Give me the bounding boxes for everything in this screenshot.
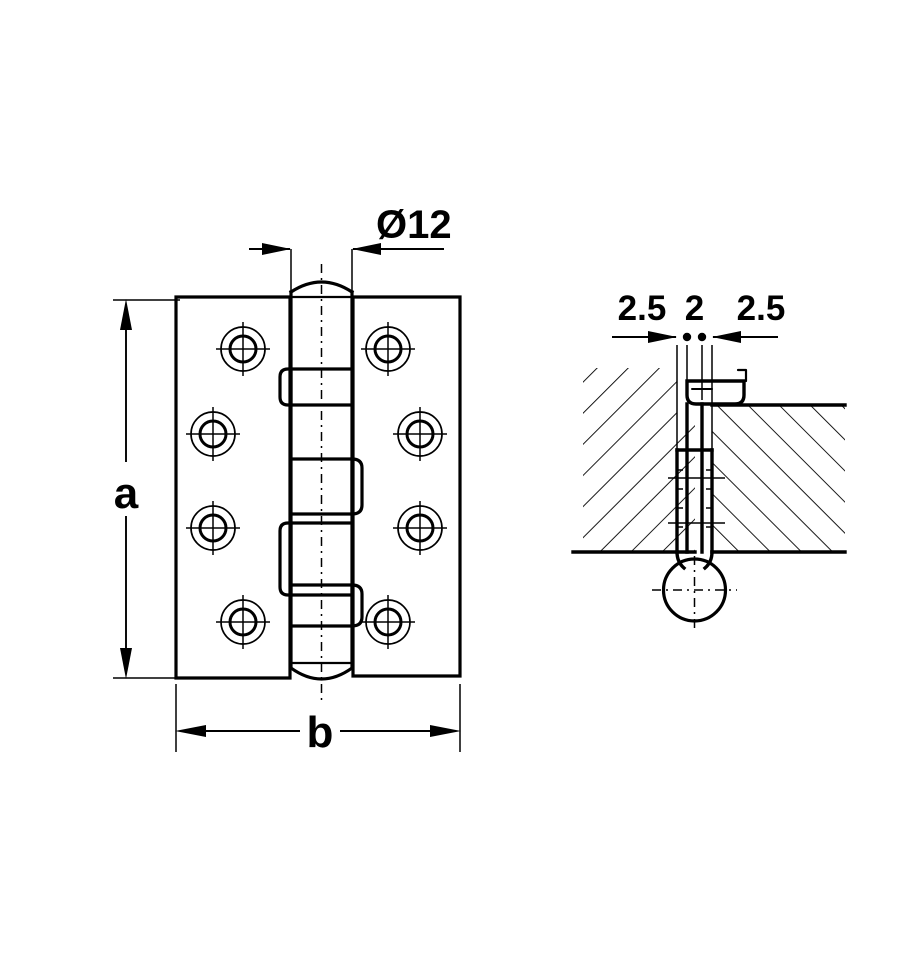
- section-extension-lines: [676, 345, 713, 470]
- dot-terminator: [682, 332, 692, 342]
- dimension-leaf-thickness: 2: [682, 289, 707, 342]
- hatch-fill-right: [712, 405, 845, 552]
- hatched-door-section: [571, 368, 697, 554]
- screw-hole: [361, 322, 415, 376]
- screw-hole: [216, 322, 270, 376]
- collar-bracket: [736, 368, 748, 383]
- pin-top-dome: [288, 280, 355, 295]
- arrow-head-down: [120, 648, 132, 679]
- arrow-head-right: [648, 331, 677, 343]
- screw-hole: [393, 407, 447, 461]
- socket-detail-tick: [706, 469, 712, 528]
- dim-text-mask: [300, 706, 340, 756]
- hinge-knuckle-barrel: [278, 264, 364, 700]
- knuckle-joint-2: [289, 457, 364, 516]
- extension-line: [290, 249, 353, 300]
- screw-hole: [216, 595, 270, 649]
- screw-hole: [393, 501, 447, 555]
- arrow-head-left: [352, 243, 381, 255]
- screw-hole: [186, 501, 240, 555]
- hinge-right-leaf: [351, 295, 462, 678]
- collar-profile: [685, 379, 746, 406]
- knuckle-joint-1: [278, 367, 354, 407]
- dimension-label-gap-left: 2.5: [618, 289, 667, 328]
- ball-neck-left: [675, 550, 687, 571]
- hatch-fill-left: [583, 368, 695, 552]
- ball-bearing-end: [652, 550, 737, 632]
- arrow-head-left: [712, 331, 741, 343]
- extension-line: [113, 299, 180, 679]
- recessed-leaf-collar: [685, 368, 748, 406]
- dimension-pin-diameter: Ø12: [249, 203, 452, 300]
- dimension-label-leaf-thickness: 2: [685, 289, 704, 328]
- screw-hole: [186, 407, 240, 461]
- dimension-label-pin-diameter: Ø12: [376, 203, 452, 247]
- dimension-label-gap-right: 2.5: [737, 289, 786, 328]
- knuckle-joint-4: [289, 583, 364, 628]
- hatched-frame-section: [710, 403, 847, 554]
- hinge-front-view: a b Ø12: [108, 203, 462, 757]
- arrow-head-right: [430, 725, 461, 737]
- dimension-gap-right: 2.5: [712, 289, 785, 343]
- dimension-gap-left: 2.5: [612, 289, 677, 343]
- screw-hole-group-left: [186, 322, 270, 649]
- knuckle-joint-3: [278, 521, 354, 597]
- dot-terminator: [697, 332, 707, 342]
- screw-hole-group-right: [361, 322, 447, 649]
- dim-text-mask: [108, 462, 144, 516]
- ball-neck-right: [702, 550, 714, 571]
- dimension-width-b: b: [175, 684, 461, 757]
- dimension-height-a: a: [108, 299, 180, 679]
- dimension-label-a: a: [114, 469, 139, 518]
- screw-hole: [361, 595, 415, 649]
- arrow-head-right: [262, 243, 291, 255]
- dimension-label-b: b: [307, 708, 334, 757]
- hinge-left-leaf: [174, 295, 292, 680]
- arrow-head-left: [175, 725, 206, 737]
- mounting-section-view: 2.5 2 2.5: [571, 289, 847, 632]
- arrow-head-up: [120, 299, 132, 330]
- socket-detail-tick: [677, 469, 683, 528]
- socket-horizontal-centerline: [668, 477, 725, 524]
- extension-line: [175, 684, 461, 752]
